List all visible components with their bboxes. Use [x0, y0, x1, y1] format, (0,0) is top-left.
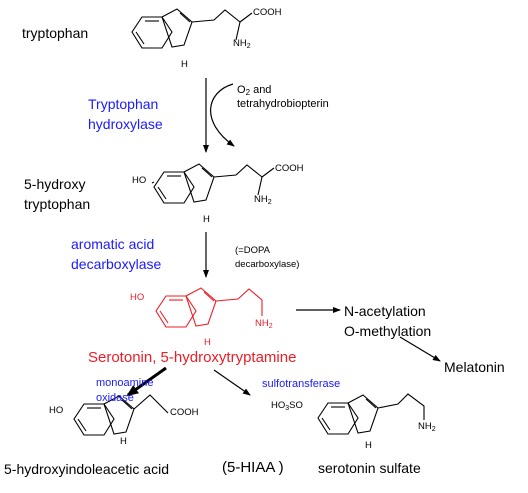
mao-enzyme-line1: monoamine — [96, 377, 154, 389]
5-hiaa-structure — [73, 394, 169, 436]
sulfate-nh2: NH2 — [418, 421, 436, 433]
sulfate-h: H — [365, 440, 372, 451]
5-hydroxytryptophan-structure — [151, 163, 275, 204]
5htp-label-line1: 5-hydroxy — [24, 176, 86, 192]
5htp-label-line2: tryptophan — [24, 196, 91, 212]
5htp-h: H — [203, 214, 210, 225]
aadc-enzyme-line1: aromatic acid — [71, 236, 155, 252]
tph-enzyme-line2: hydroxylase — [88, 116, 163, 132]
hiaa-label: 5-hydroxyindoleacetic acid — [4, 461, 169, 477]
tryptophan-label: tryptophan — [22, 25, 89, 41]
dopa-note-line2: decarboxylase) — [235, 259, 300, 270]
serotonin-ho: HO — [130, 292, 145, 303]
o2-cofactor: O2 and — [237, 84, 272, 97]
serotonin-label: Serotonin, 5-hydroxytryptamine — [88, 349, 297, 366]
hiaa-abbrev: (5-HIAA ) — [222, 459, 284, 476]
sulfotransferase-enzyme: sulfotransferase — [262, 378, 341, 390]
5htp-ho: HO — [132, 175, 147, 186]
trp-h: H — [181, 59, 188, 70]
tph-enzyme-line1: Tryptophan — [88, 96, 159, 112]
5htp-nh2: NH2 — [254, 194, 272, 206]
arrow-serotonin-to-hiaa — [126, 366, 167, 397]
serotonin-h: H — [204, 337, 211, 348]
mao-enzyme-line2: oxidase — [96, 392, 134, 404]
methylation-step: O-methylation — [344, 323, 432, 339]
hiaa-ho: HO — [49, 405, 64, 416]
bh4-cofactor: tetrahydrobiopterin — [237, 98, 329, 110]
reaction-arrows — [126, 78, 441, 397]
acetylation-step: N-acetylation — [344, 303, 426, 319]
serotonin-structure — [155, 287, 263, 328]
arrow-methylation-to-melatonin — [399, 336, 441, 362]
trp-nh2: NH2 — [233, 38, 251, 50]
5htp-cooh: COOH — [275, 163, 304, 174]
dopa-note-line1: (=DOPA — [235, 245, 270, 256]
hiaa-h: H — [120, 436, 127, 447]
tryptophan-structure — [131, 8, 253, 49]
sulfate-ho3so: HO3SO — [271, 400, 303, 412]
serotonin-sulfate-structure — [317, 393, 425, 435]
serotonin-nh2: NH2 — [255, 318, 273, 330]
serotonin-sulfate-label: serotonin sulfate — [318, 460, 421, 476]
arrow-serotonin-to-sulfate — [213, 369, 251, 396]
melatonin-label: Melatonin — [444, 359, 505, 375]
hiaa-cooh: COOH — [170, 407, 199, 418]
trp-cooh: COOH — [253, 7, 282, 18]
cofactor-curve-arrow — [210, 83, 235, 147]
aadc-enzyme-line2: decarboxylase — [71, 256, 162, 272]
